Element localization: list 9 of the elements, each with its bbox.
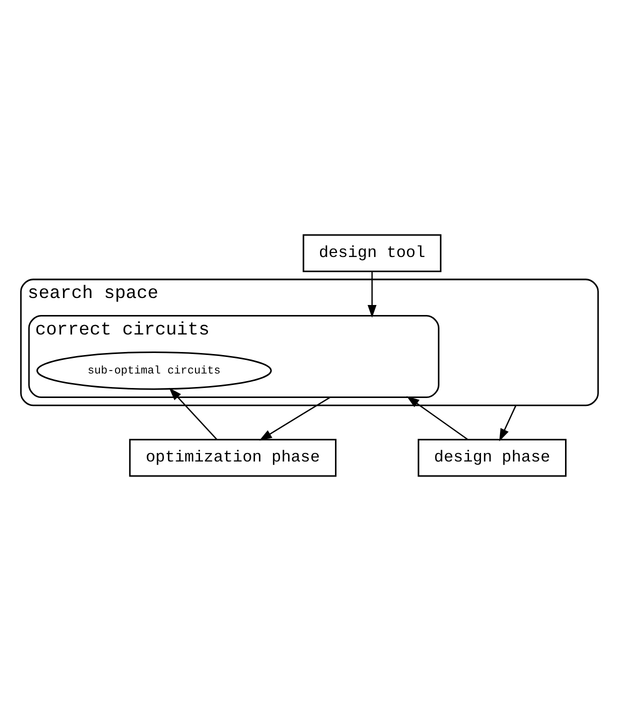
arrow: [259, 396, 331, 441]
arrow: [368, 272, 377, 318]
arrow: [169, 388, 218, 440]
node-box: design tool: [302, 234, 442, 272]
node-box: optimization phase: [129, 438, 336, 477]
arrow: [499, 405, 517, 442]
node-ellipse: sub-optimal circuits: [36, 351, 272, 390]
arrow: [406, 396, 468, 440]
node-box: design phase: [418, 438, 567, 477]
